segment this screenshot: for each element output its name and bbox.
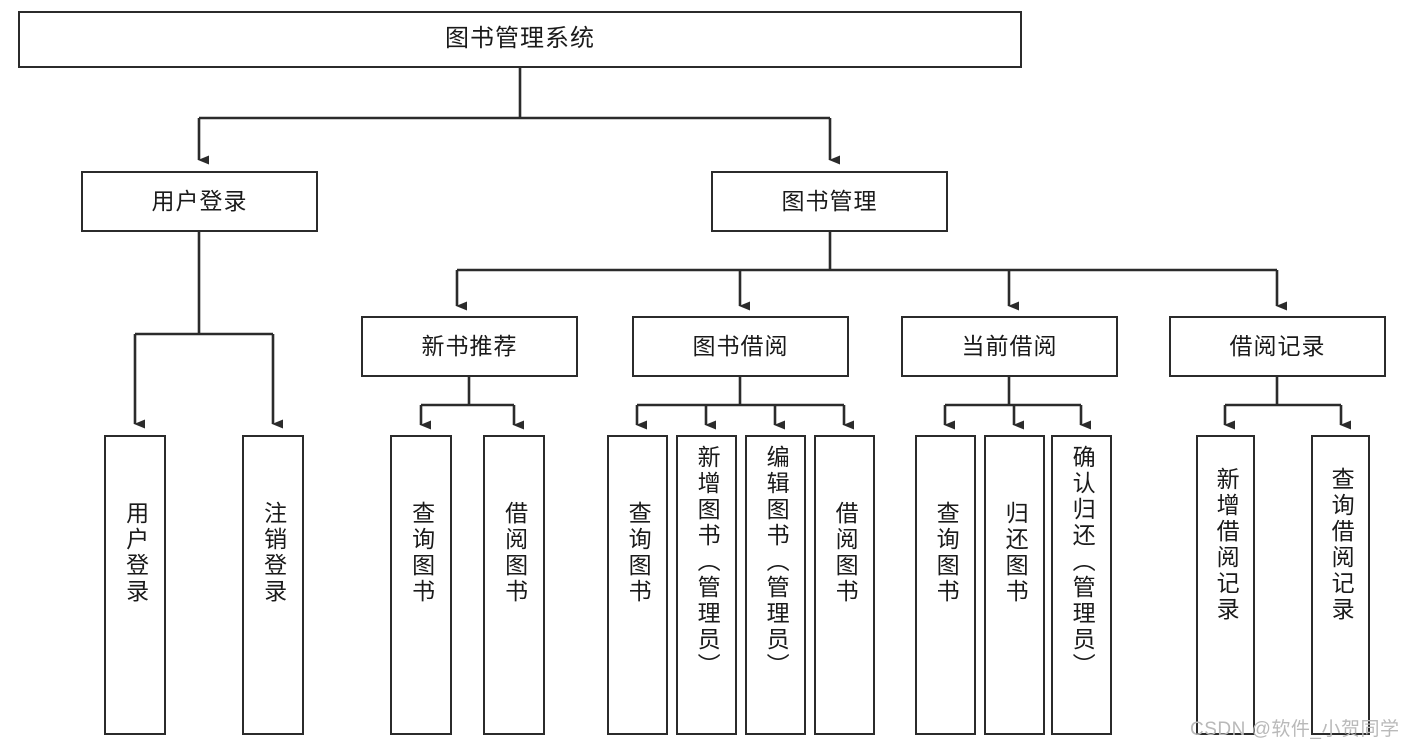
leaf-confirm-return-admin[interactable]: 确认归还（管理员）: [1051, 435, 1112, 735]
leaf-return-book-label: 归还图书: [1002, 501, 1029, 605]
node-new-book-recommend[interactable]: 新书推荐: [361, 316, 578, 377]
node-book-management[interactable]: 图书管理: [711, 171, 948, 232]
node-new-book-recommend-label: 新书推荐: [421, 332, 518, 359]
leaf-query-book-current[interactable]: 查询图书: [915, 435, 976, 735]
leaf-query-book-borrow-label: 查询图书: [625, 501, 652, 605]
node-current-borrow-label: 当前借阅: [961, 332, 1058, 359]
leaf-add-borrow-record-label: 新增借阅记录: [1213, 467, 1240, 623]
node-borrow-record[interactable]: 借阅记录: [1169, 316, 1386, 377]
leaf-borrow-book-recommend[interactable]: 借阅图书: [483, 435, 545, 735]
node-user-login[interactable]: 用户登录: [81, 171, 318, 232]
leaf-query-book-borrow[interactable]: 查询图书: [607, 435, 668, 735]
leaf-query-book-recommend-label: 查询图书: [408, 501, 435, 605]
leaf-user-login-label: 用户登录: [122, 501, 149, 605]
leaf-borrow-book-recommend-label: 借阅图书: [501, 501, 528, 605]
leaf-add-book-admin[interactable]: 新增图书（管理员）: [676, 435, 737, 735]
node-book-management-label: 图书管理: [781, 187, 878, 214]
node-book-borrow[interactable]: 图书借阅: [632, 316, 849, 377]
node-current-borrow[interactable]: 当前借阅: [901, 316, 1118, 377]
leaf-query-borrow-record-label: 查询借阅记录: [1328, 467, 1355, 623]
node-borrow-record-label: 借阅记录: [1229, 332, 1326, 359]
leaf-query-book-recommend[interactable]: 查询图书: [390, 435, 452, 735]
leaf-logout[interactable]: 注销登录: [242, 435, 304, 735]
leaf-edit-book-admin[interactable]: 编辑图书（管理员）: [745, 435, 806, 735]
leaf-add-borrow-record[interactable]: 新增借阅记录: [1196, 435, 1255, 735]
node-root-label: 图书管理系统: [445, 25, 595, 53]
leaf-edit-book-admin-label: 编辑图书（管理员）: [763, 445, 790, 679]
leaf-logout-label: 注销登录: [260, 501, 287, 605]
leaf-add-book-admin-label: 新增图书（管理员）: [694, 445, 721, 679]
node-root-system[interactable]: 图书管理系统: [18, 11, 1022, 68]
node-user-login-label: 用户登录: [151, 187, 248, 214]
leaf-user-login[interactable]: 用户登录: [104, 435, 166, 735]
leaf-confirm-return-admin-label: 确认归还（管理员）: [1069, 445, 1096, 679]
leaf-borrow-book-label: 借阅图书: [832, 501, 859, 605]
csdn-watermark: CSDN @软件_小贺同学: [1190, 719, 1400, 740]
leaf-return-book[interactable]: 归还图书: [984, 435, 1045, 735]
leaf-query-book-current-label: 查询图书: [933, 501, 960, 605]
leaf-borrow-book[interactable]: 借阅图书: [814, 435, 875, 735]
node-book-borrow-label: 图书借阅: [692, 332, 789, 359]
leaf-query-borrow-record[interactable]: 查询借阅记录: [1311, 435, 1370, 735]
